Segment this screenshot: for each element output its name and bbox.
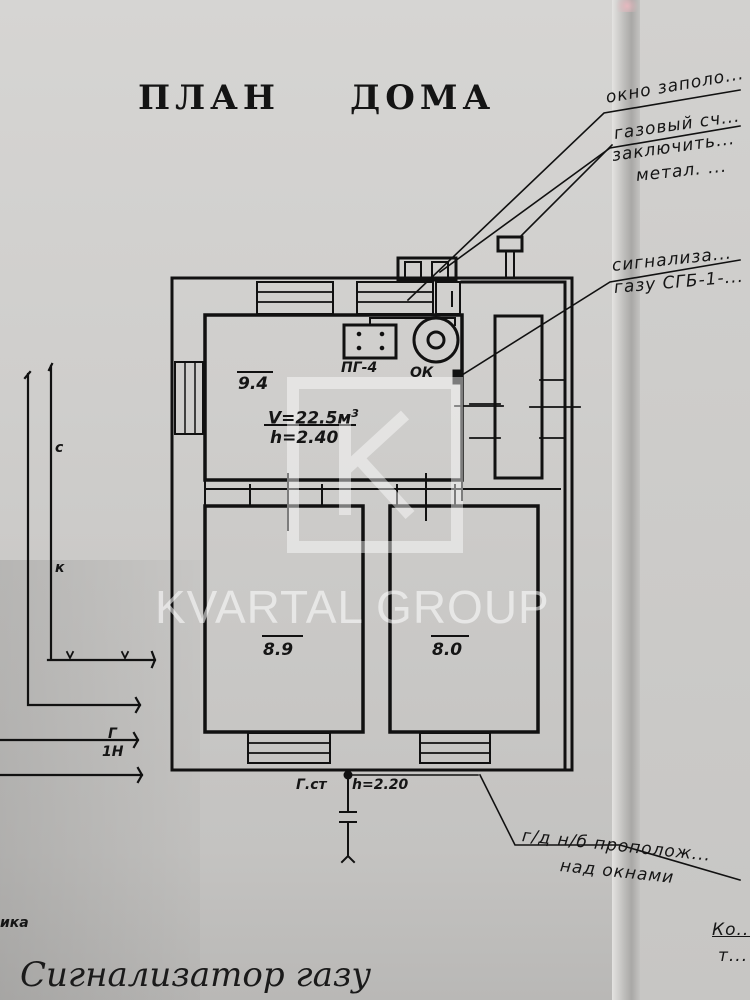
volume-superscript: 3 [351, 407, 359, 420]
bottom-handwritten-note: Сигнализатор газу [20, 955, 372, 995]
gas-riser-height: h=2.20 [352, 777, 409, 793]
page-fold [612, 0, 640, 1000]
left-fragment-text: ика [0, 915, 29, 931]
boiler-label: ОК [410, 365, 434, 381]
paper-page-left [0, 0, 625, 1000]
note-bottom-right-1: Ко... [712, 920, 750, 940]
chimney [496, 235, 524, 253]
outer-wall [170, 276, 574, 772]
title-word-house: ДОМА [350, 78, 496, 118]
room-area-left: 8.9 [263, 640, 294, 660]
stove-label: ПГ-4 [341, 360, 378, 376]
left-label-g: Г [108, 726, 117, 742]
page-title: ПЛАН ДОМА [138, 78, 495, 118]
pantry-cabinet [493, 314, 544, 480]
gas-stove [342, 323, 398, 360]
note-bottom-right-2: т... [718, 946, 749, 966]
kitchen-ceiling-height: h=2.40 [270, 428, 339, 448]
decorative-spot [612, 0, 642, 12]
boiler [412, 316, 460, 364]
left-label-c: с [55, 440, 64, 456]
watermark-logo-icon [287, 377, 463, 553]
volume-value: V=22.5м [268, 408, 352, 429]
left-label-1n: 1Н [102, 744, 124, 760]
room-area-kitchen: 9.4 [238, 374, 269, 394]
gas-alarm-sensor [452, 369, 463, 385]
title-word-plan: ПЛАН [138, 78, 280, 118]
watermark-text: KVARTAL GROUP [155, 581, 550, 633]
gas-meter-box [396, 256, 458, 282]
room-area-right: 8.0 [432, 640, 463, 660]
paper-page-right [640, 0, 750, 1000]
gas-riser-label: Г.ст [296, 777, 327, 793]
left-label-k: к [55, 560, 65, 576]
kitchen-volume: V=22.5м3 [268, 407, 359, 429]
